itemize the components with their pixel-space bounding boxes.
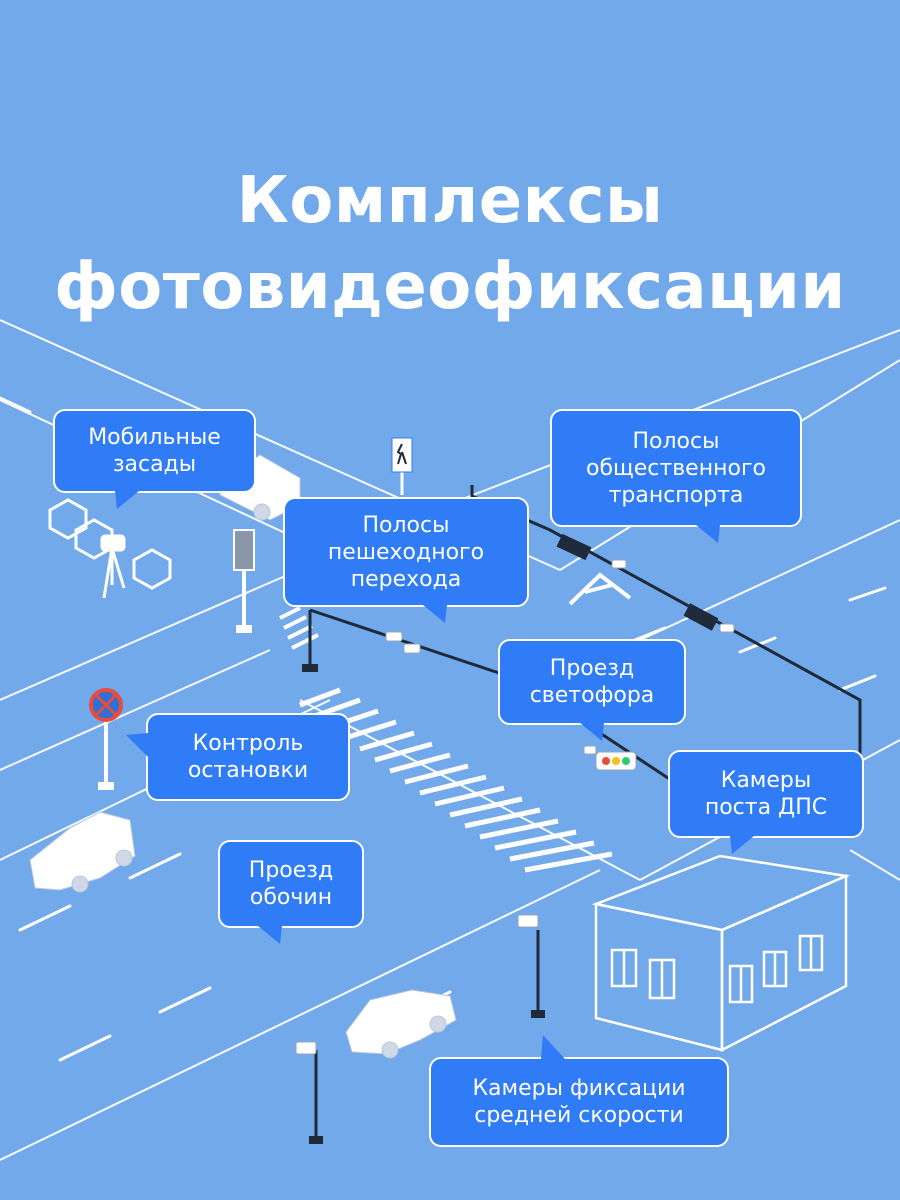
callout-stop-control-label: Контроль остановки (187, 731, 309, 783)
callout-average-speed: Камеры фиксации средней скорости (429, 1035, 729, 1147)
gantry-sign-1 (556, 533, 592, 561)
bus-lane-marking (568, 572, 632, 606)
callout-public-transport: Полосы общественного транспорта (550, 409, 802, 543)
car-bottom (345, 989, 457, 1059)
callout-public-transport-label: Полосы общественного транспорта (586, 428, 766, 508)
callout-pedestrian-crossing: Полосы пешеходного перехода (283, 497, 529, 623)
callout-pedestrian-crossing-label: Полосы пешеходного перехода (327, 512, 485, 592)
callout-shoulder-driving: Проезд обочин (218, 840, 364, 944)
zebra-crossing-main (299, 687, 613, 873)
road-sign-board (233, 529, 255, 633)
traffic-light-icon (595, 751, 637, 771)
callout-dps-cameras: Камеры поста ДПС (668, 750, 864, 854)
callout-stop-control: Контроль остановки (126, 713, 350, 801)
camera-icon (385, 559, 735, 755)
page-title-line2: фотовидеофиксации (54, 250, 846, 324)
pedestrian-crossing-sign-icon (391, 437, 413, 495)
car-left (29, 811, 136, 893)
callout-mobile-ambush-label: Мобильные засады (88, 425, 221, 477)
callout-average-speed-label: Камеры фиксации средней скорости (472, 1076, 686, 1128)
zebra-crossing-far (279, 606, 319, 650)
no-stopping-sign-icon (89, 688, 123, 790)
page-title: Комплексы фотовидеофиксации (0, 158, 900, 330)
page-title-line1: Комплексы (236, 164, 664, 238)
callout-shoulder-driving-label: Проезд обочин (248, 858, 334, 910)
speed-camera-poles (295, 914, 545, 1144)
callout-dps-cameras-label: Камеры поста ДПС (704, 768, 828, 820)
callout-mobile-ambush: Мобильные засады (53, 409, 256, 509)
callout-traffic-light: Проезд светофора (498, 639, 686, 741)
mobile-camera-tripod (48, 498, 172, 599)
callout-traffic-light-label: Проезд светофора (529, 656, 655, 708)
gantry-sign-2 (683, 603, 719, 631)
dps-post-building (591, 854, 851, 1053)
